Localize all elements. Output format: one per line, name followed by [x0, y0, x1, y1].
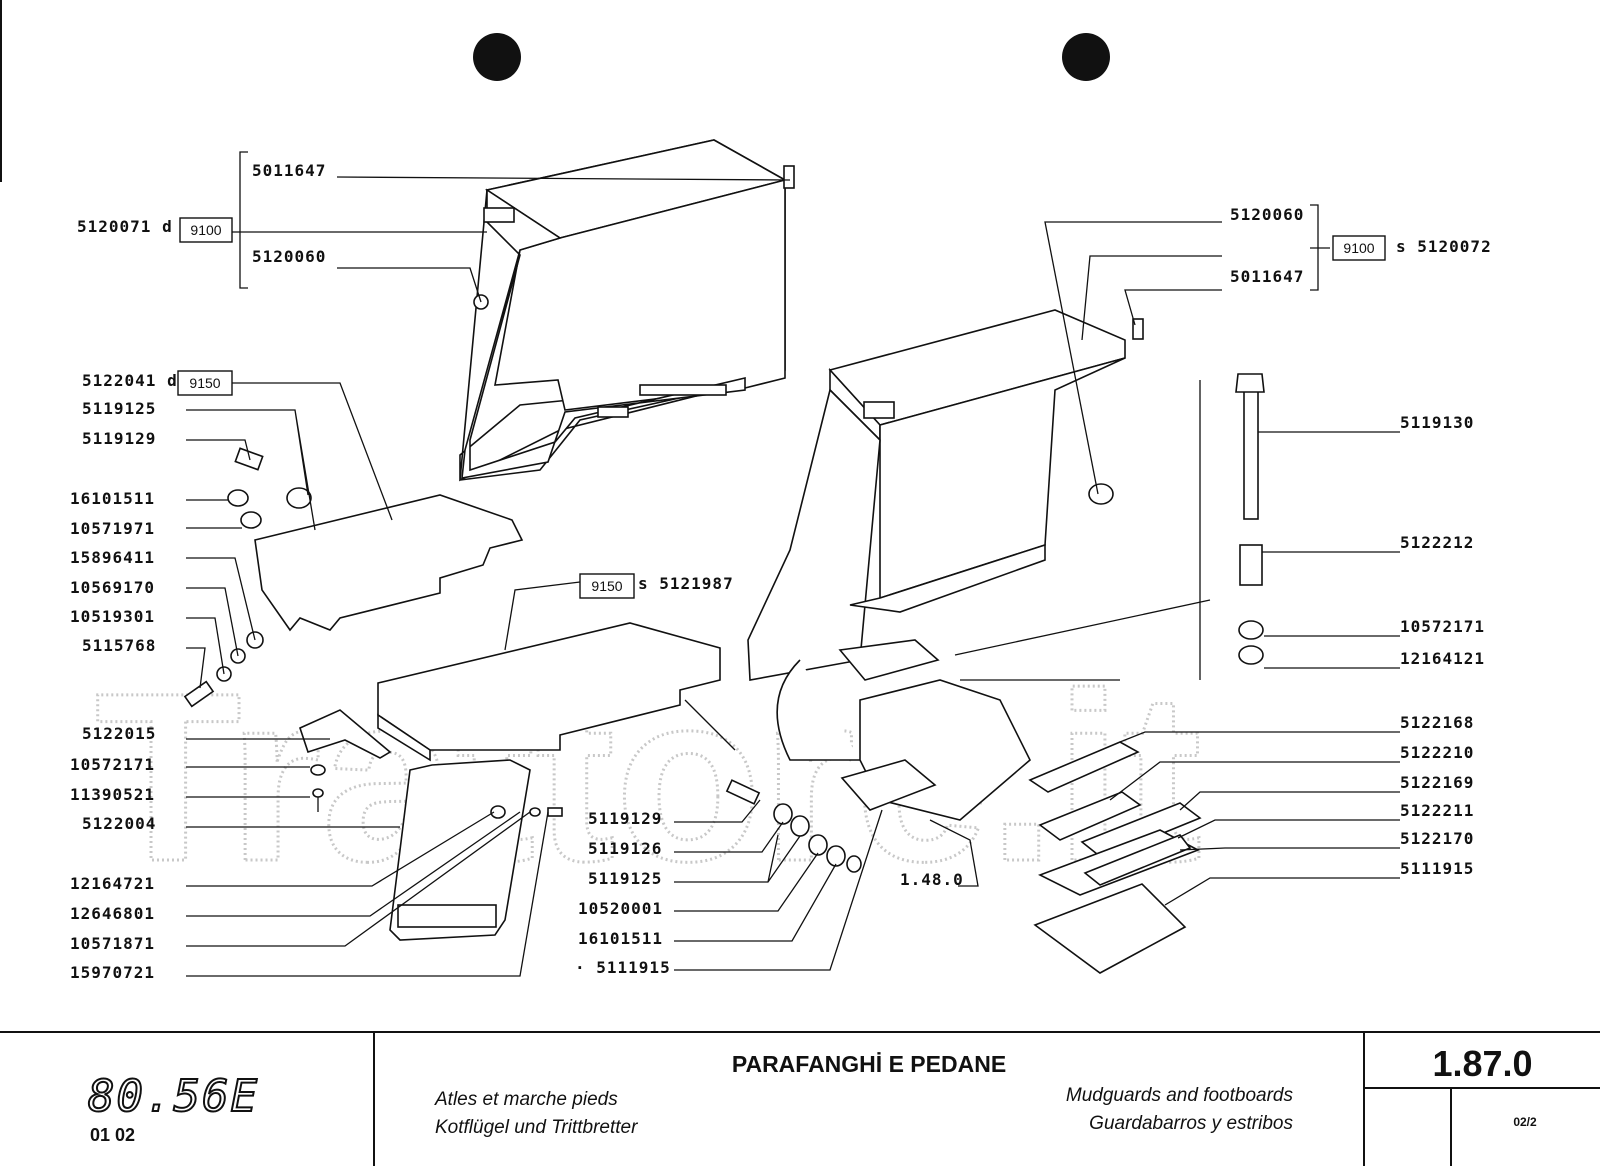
reference-cell: 1.87.0 02/2 — [1365, 1033, 1600, 1166]
right-plug-cap-icon — [1088, 483, 1114, 505]
label-5120060-left: 5120060 — [252, 247, 326, 266]
center-footboard — [299, 622, 862, 941]
box-9150-left — [177, 370, 233, 396]
label-15896411: 15896411 — [70, 548, 155, 567]
title-cell: PARAFANGHİ E PEDANE Atles et marche pied… — [375, 1033, 1365, 1166]
box-9100-right — [1332, 235, 1386, 261]
label-5122004: 5122004 — [82, 814, 156, 833]
labels-center: s 5121987 5119129 5119126 5119125 105200… — [575, 574, 964, 977]
box-9150-center — [579, 573, 635, 599]
leader-lines — [186, 151, 1400, 977]
label-5122169: 5122169 — [1400, 773, 1474, 792]
label-16101511-center: 16101511 — [578, 929, 663, 948]
page-title: PARAFANGHİ E PEDANE — [731, 1051, 1007, 1077]
group-code-boxes: 9100 9150 9150 9100 — [177, 217, 1386, 599]
left-footboard-plate — [254, 494, 524, 632]
label-5111915-center: · 5111915 — [575, 958, 671, 977]
label-5120071d: 5120071 d — [77, 217, 173, 236]
label-5119130: 5119130 — [1400, 413, 1474, 432]
label-10572171-right: 10572171 — [1400, 617, 1485, 636]
reference-code: 1.87.0 — [1432, 1043, 1533, 1084]
label-5122211: 5122211 — [1400, 801, 1474, 820]
box-9150-left-text: 9150 — [189, 375, 220, 391]
title-spanish: Guardabarros y estribos — [1089, 1113, 1293, 1134]
label-5120060-right: 5120060 — [1230, 205, 1304, 224]
left-mudguard — [459, 139, 795, 482]
revision-number: 01 02 — [90, 1125, 136, 1145]
label-12164721: 12164721 — [70, 874, 155, 893]
model-logo: 80.56E — [87, 1070, 259, 1123]
label-1.48.0: 1.48.0 — [900, 870, 964, 889]
label-5011647-left: 5011647 — [252, 161, 326, 180]
label-s5121987: s 5121987 — [638, 574, 734, 593]
label-5119129-left: 5119129 — [82, 429, 156, 448]
label-5122041d: 5122041 d — [82, 371, 178, 390]
label-s5120072: s 5120072 — [1396, 237, 1492, 256]
axle-housing — [776, 639, 1031, 821]
label-5011647-right: 5011647 — [1230, 267, 1304, 286]
label-5111915-right: 5111915 — [1400, 859, 1474, 878]
label-5122212: 5122212 — [1400, 533, 1474, 552]
sheet-number: 02/2 — [1513, 1115, 1537, 1129]
exploded-parts-diagram: Trattore.it — [70, 33, 1492, 982]
labels-left: 5011647 5120071 d 5120060 5122041 d 5119… — [70, 161, 326, 982]
label-10569170: 10569170 — [70, 578, 155, 597]
label-10520001: 10520001 — [578, 899, 663, 918]
label-10519301: 10519301 — [70, 607, 155, 626]
reference-divider — [1450, 1087, 1452, 1166]
label-11390521: 11390521 — [70, 785, 155, 804]
label-10571971: 10571971 — [70, 519, 155, 538]
label-5122170: 5122170 — [1400, 829, 1474, 848]
label-12164121: 12164121 — [1400, 649, 1485, 668]
title-english: Mudguards and footboards — [1065, 1085, 1293, 1106]
right-hardware — [1028, 373, 1265, 974]
labels-right: 5120060 s 5120072 5011647 5119130 512221… — [1230, 205, 1492, 878]
label-5122210: 5122210 — [1400, 743, 1474, 762]
title-french: Atles et marche pieds — [435, 1089, 618, 1110]
registration-dot-left — [473, 33, 521, 81]
title-block: 80.56E 01 02 PARAFANGHİ E PEDANE Atles e… — [0, 1031, 1600, 1166]
model-cell: 80.56E 01 02 — [0, 1033, 375, 1166]
title-german: Kotflügel und Trittbretter — [435, 1117, 638, 1138]
label-12646801: 12646801 — [70, 904, 155, 923]
label-5119125-center: 5119125 — [588, 869, 662, 888]
page-border — [0, 0, 2, 182]
box-9150-center-text: 9150 — [591, 578, 622, 594]
reference-code-box: 1.87.0 — [1365, 1033, 1600, 1089]
label-5119129-center: 5119129 — [588, 809, 662, 828]
label-5119126: 5119126 — [588, 839, 662, 858]
label-10571871: 10571871 — [70, 934, 155, 953]
label-16101511-left: 16101511 — [70, 489, 155, 508]
box-9100-right-text: 9100 — [1343, 240, 1374, 256]
box-9100-left-text: 9100 — [190, 222, 221, 238]
label-10572171-left: 10572171 — [70, 755, 155, 774]
label-5115768: 5115768 — [82, 636, 156, 655]
registration-dot-right — [1062, 33, 1110, 81]
label-15970721: 15970721 — [70, 963, 155, 982]
box-9100-left — [179, 217, 233, 243]
label-5122015: 5122015 — [82, 724, 156, 743]
label-5119125-left: 5119125 — [82, 399, 156, 418]
right-mudguard — [747, 309, 1144, 681]
label-5122168: 5122168 — [1400, 713, 1474, 732]
left-mudguard-lamp-icon — [483, 207, 515, 223]
